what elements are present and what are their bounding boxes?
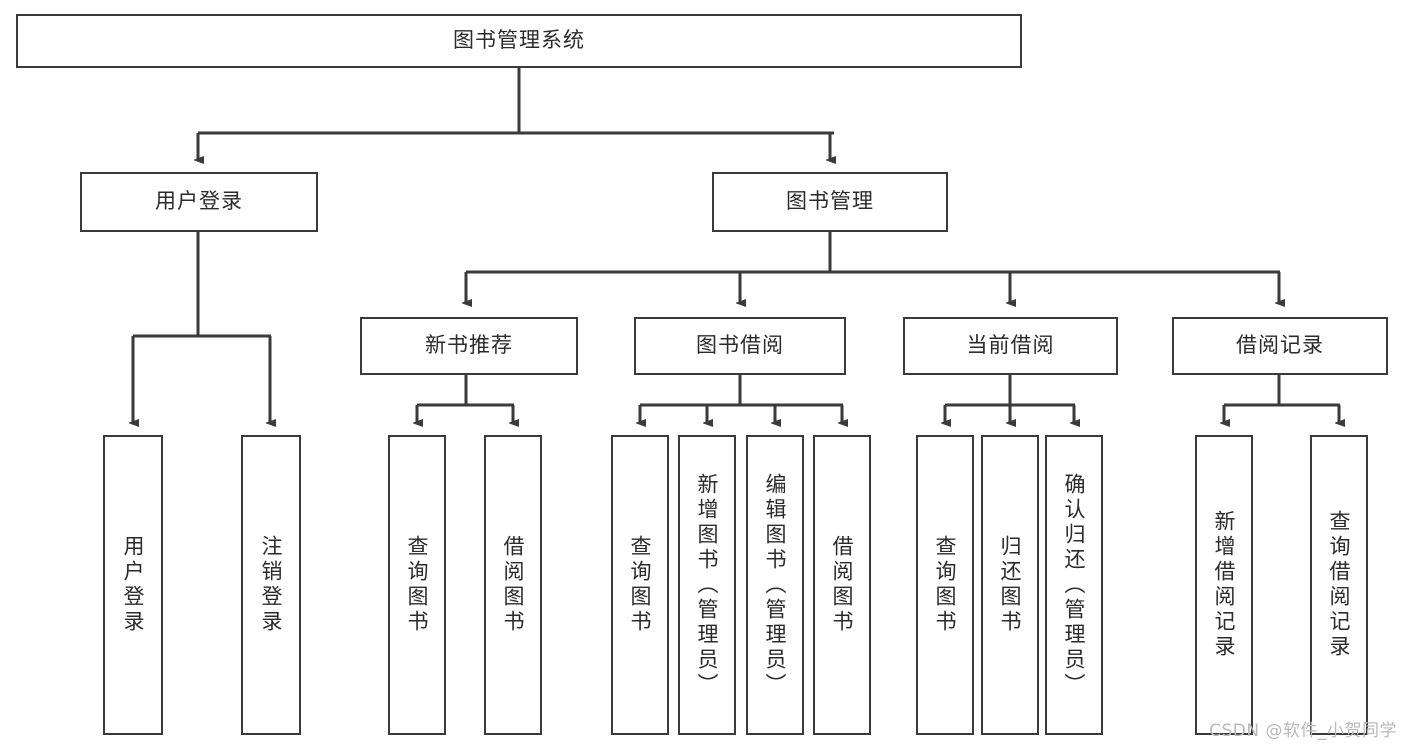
node-label: 图书管理 — [786, 189, 874, 214]
node-user-login[interactable]: 用户登录 — [80, 172, 318, 232]
node-label: 借阅图书 — [501, 535, 526, 635]
node-new-book-recommendation[interactable]: 新书推荐 — [360, 317, 578, 375]
node-label: 图书管理系统 — [453, 28, 585, 53]
node-label: 当前借阅 — [966, 333, 1055, 358]
node-logout-leaf[interactable]: 注销登录 — [241, 435, 301, 735]
node-label: 注销登录 — [259, 535, 284, 635]
node-label: 编辑图书（管理员） — [763, 472, 788, 698]
node-label: 新书推荐 — [425, 333, 513, 358]
node-current-borrowing[interactable]: 当前借阅 — [903, 317, 1118, 375]
node-book-management[interactable]: 图书管理 — [712, 172, 948, 232]
node-query-book-borrow[interactable]: 查询图书 — [611, 435, 669, 735]
node-label: 新增借阅记录 — [1212, 510, 1237, 660]
node-borrow-book-borrow[interactable]: 借阅图书 — [813, 435, 871, 735]
node-query-borrow-record[interactable]: 查询借阅记录 — [1310, 435, 1368, 735]
node-add-borrow-record[interactable]: 新增借阅记录 — [1195, 435, 1253, 735]
node-query-book-current[interactable]: 查询图书 — [916, 435, 974, 735]
node-root-book-management-system[interactable]: 图书管理系统 — [16, 14, 1022, 68]
watermark-text: CSDN @软件_小贺同学 — [1209, 721, 1397, 741]
node-label: 图书借阅 — [696, 333, 784, 358]
node-label: 新增图书（管理员） — [695, 472, 720, 698]
node-label: 确认归还（管理员） — [1062, 472, 1087, 698]
node-label: 用户登录 — [155, 189, 243, 214]
node-borrow-book-new[interactable]: 借阅图书 — [484, 435, 542, 735]
node-label: 借阅图书 — [830, 535, 855, 635]
node-label: 用户登录 — [121, 535, 146, 635]
node-confirm-return-admin[interactable]: 确认归还（管理员） — [1045, 435, 1103, 735]
node-label: 查询图书 — [405, 535, 430, 635]
node-user-login-leaf[interactable]: 用户登录 — [103, 435, 163, 735]
node-query-book-new[interactable]: 查询图书 — [388, 435, 446, 735]
node-label: 查询图书 — [628, 535, 653, 635]
node-borrowing-records[interactable]: 借阅记录 — [1172, 317, 1388, 375]
node-label: 归还图书 — [998, 535, 1023, 635]
node-edit-book-admin[interactable]: 编辑图书（管理员） — [746, 435, 804, 735]
node-add-book-admin[interactable]: 新增图书（管理员） — [678, 435, 736, 735]
node-label: 借阅记录 — [1236, 333, 1324, 358]
node-label: 查询图书 — [933, 535, 958, 635]
node-label: 查询借阅记录 — [1327, 510, 1352, 660]
node-return-book[interactable]: 归还图书 — [981, 435, 1039, 735]
node-book-borrowing[interactable]: 图书借阅 — [634, 317, 846, 375]
